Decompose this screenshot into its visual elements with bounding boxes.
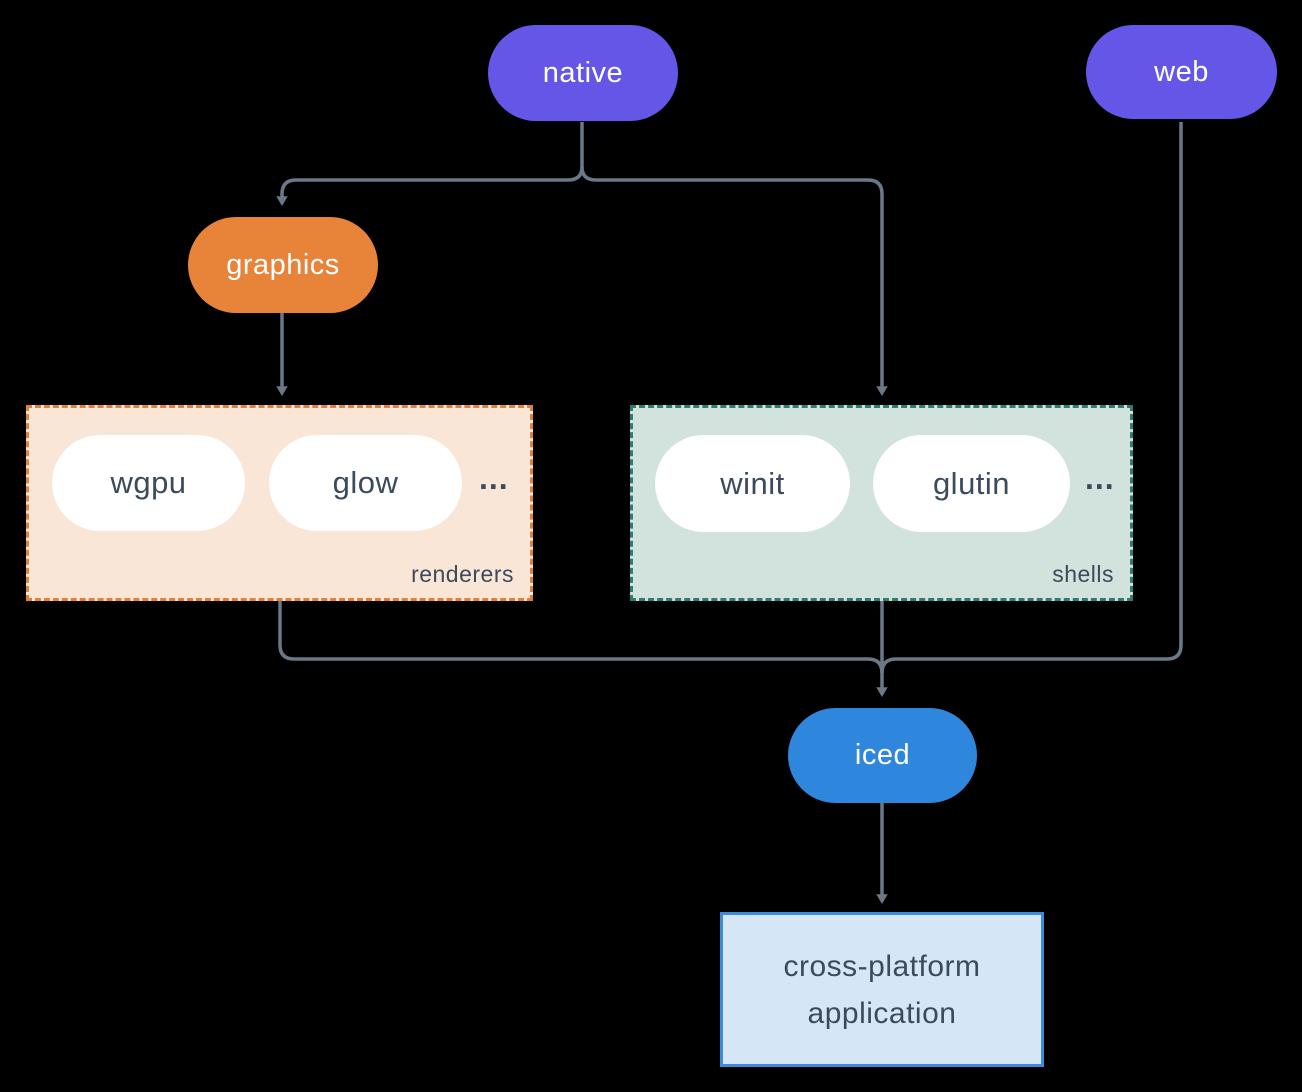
node-glow: glow [269,435,462,531]
node-native: native [488,25,678,121]
node-winit-label: winit [720,465,785,501]
renderers-group-label: renderers [411,561,514,587]
node-iced: iced [788,708,977,803]
node-web: web [1086,25,1277,119]
edge-native-to-shells [580,166,888,396]
node-wgpu: wgpu [52,435,245,531]
node-winit: winit [655,435,850,532]
node-application: cross-platform application [720,912,1044,1067]
node-graphics-label: graphics [226,248,340,281]
application-label-line1: cross-platform [783,949,981,983]
node-glutin-label: glutin [932,465,1011,501]
group-shells: winit glutin ... shells [630,405,1133,601]
shells-group-label: shells [1052,561,1114,587]
edge-renderers-to-merge [278,601,884,674]
shells-ellipsis: ... [1085,460,1115,496]
application-label-line2: application [807,996,957,1030]
renderers-ellipsis: ... [479,460,509,496]
node-glutin: glutin [873,435,1070,532]
node-native-label: native [542,56,624,89]
node-web-label: web [1154,55,1209,88]
node-graphics: graphics [188,217,378,313]
edge-native-to-graphics [276,166,584,206]
node-wgpu-label: wgpu [110,465,187,500]
node-iced-label: iced [854,739,911,771]
node-glow-label: glow [332,465,399,500]
group-renderers: wgpu glow ... renderers [26,405,533,601]
